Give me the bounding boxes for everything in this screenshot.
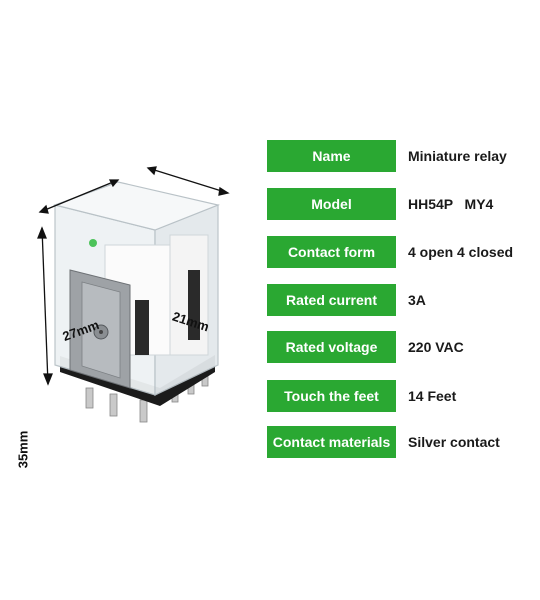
spec-value: Miniature relay: [408, 148, 507, 164]
spec-row-model: Model HH54P MY4: [267, 188, 537, 220]
dimension-lines: [37, 166, 230, 386]
relay-base: [60, 355, 215, 406]
spec-label: Rated current: [267, 284, 396, 316]
spec-value: 220 VAC: [408, 339, 464, 355]
spec-label: Model: [267, 188, 396, 220]
spec-label: Contact form: [267, 236, 396, 268]
spec-row-rated-voltage: Rated voltage 220 VAC: [267, 331, 537, 363]
spec-label: Touch the feet: [267, 380, 396, 412]
spec-label: Rated voltage: [267, 331, 396, 363]
relay-drawing: [37, 166, 230, 423]
spec-row-rated-current: Rated current 3A: [267, 284, 537, 316]
spec-value: 14 Feet: [408, 388, 457, 404]
spec-label: Contact materials: [267, 426, 396, 458]
relay-illustration: 27mm 21mm 35mm: [0, 150, 250, 468]
spec-value: Silver contact: [408, 434, 500, 450]
spec-row-contact-materials: Contact materials Silver contact: [267, 426, 537, 458]
spec-row-contact-form: Contact form 4 open 4 closed: [267, 236, 537, 268]
spec-row-name: Name Miniature relay: [267, 140, 537, 172]
spec-label: Name: [267, 140, 396, 172]
spec-value: 3A: [408, 292, 426, 308]
spec-row-feet: Touch the feet 14 Feet: [267, 380, 537, 412]
dimension-height-label: 35mm: [15, 430, 31, 469]
spec-value: HH54P MY4: [408, 196, 494, 212]
spec-value: 4 open 4 closed: [408, 244, 514, 260]
